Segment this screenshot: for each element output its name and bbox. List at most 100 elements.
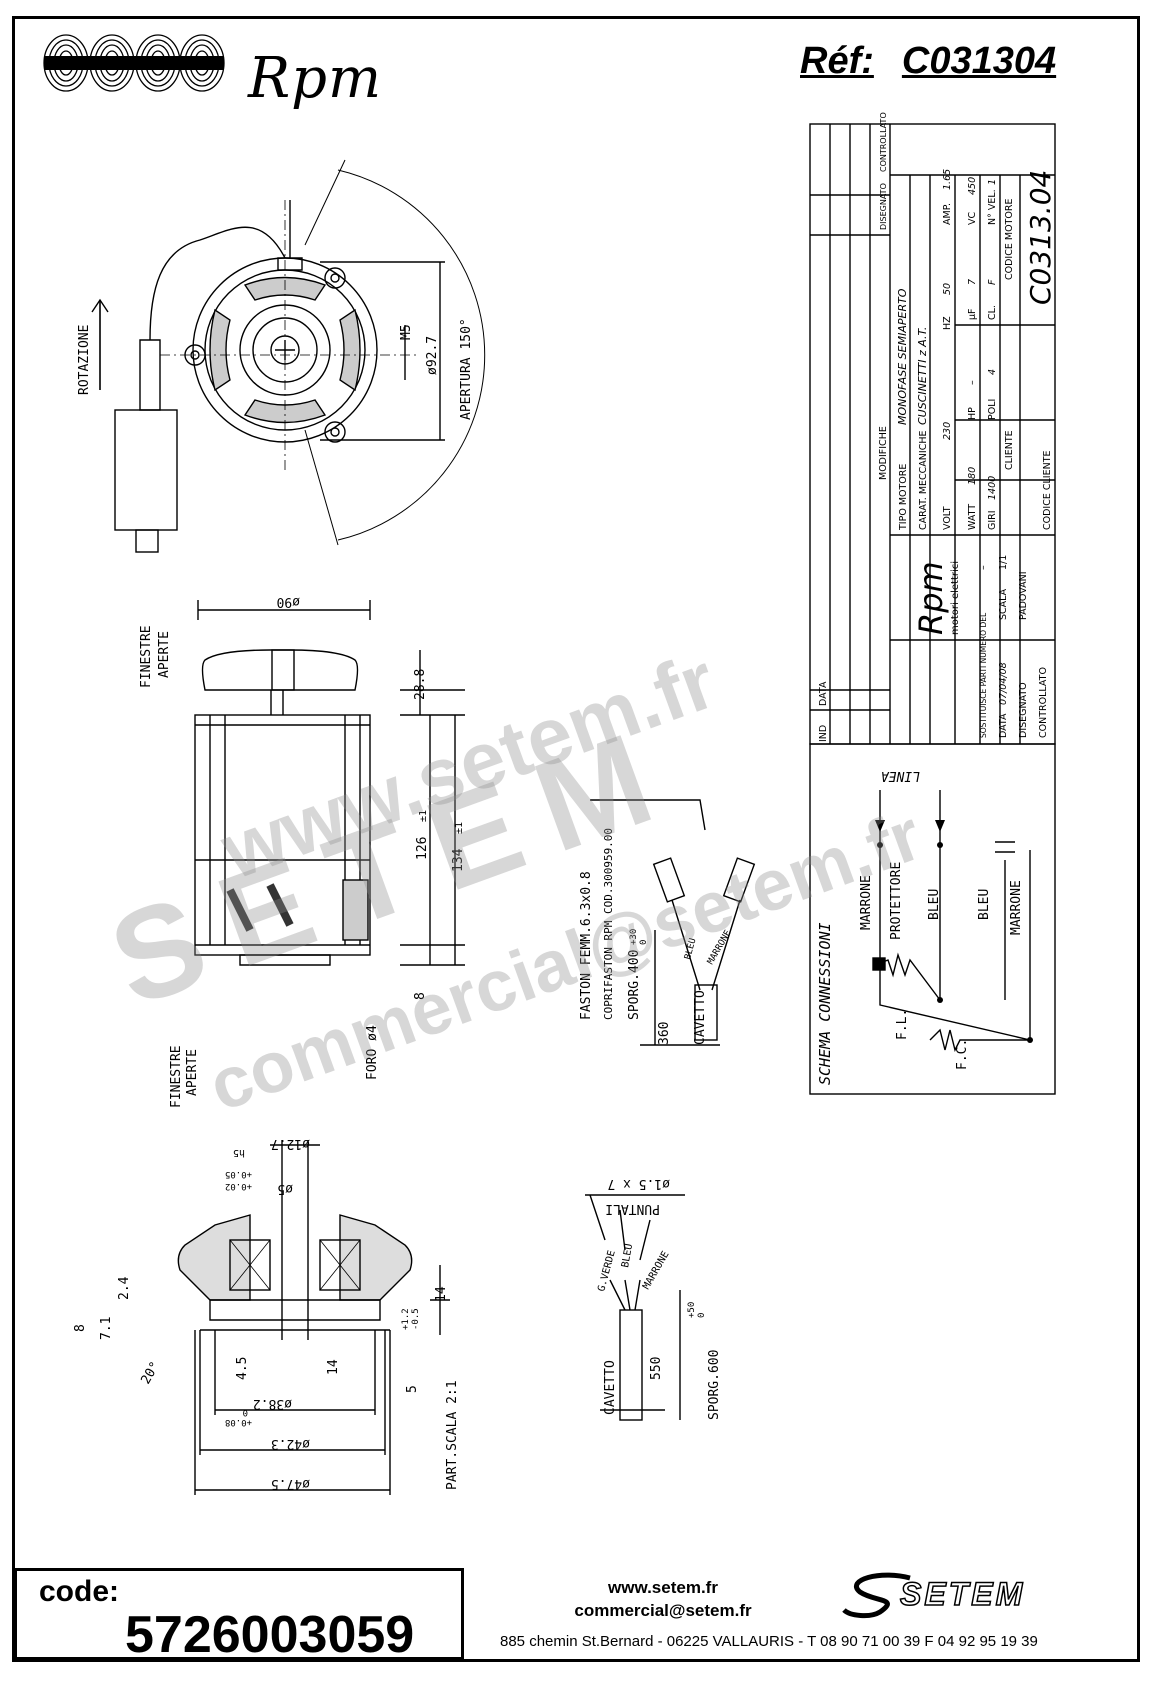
disegnato-label: DISEGNATO [1018,682,1029,738]
poli-label: POLI [987,399,998,420]
side-view [194,600,465,966]
controllato-label: CONTROLLATO [1038,667,1049,738]
protettore-label: PROTETTORE [889,862,904,940]
tipo-motore-value: MONOFASE SEMIAPERTO [896,288,909,425]
len-550: 550 [649,1357,664,1380]
vc-label: VC [967,212,978,225]
d12-7-label: ø12.7 [271,1136,310,1151]
giri-label: GIRI [987,510,998,530]
volt-label: VOLT [942,506,953,530]
brand-name: Rpm [248,46,383,111]
watt-value: 180 [967,467,978,485]
sostituisce-value: – [978,565,989,570]
tb-modifiche: MODIFICHE [878,426,889,480]
dim-134-tol: ±1 [454,822,465,834]
tb-data: DATA [818,681,829,706]
marrone2-label: MARRONE [1009,880,1024,935]
codice-motore-value: C0313.04 [1024,170,1057,305]
volt-value: 230 [942,422,953,440]
cable-bottom [585,1194,685,1421]
m5-label: M5 [399,324,414,340]
tb-controllato-head: CONTROLLATO [879,112,888,172]
fl-label: F.L. [895,1009,910,1040]
cable-top [590,799,756,1046]
dim-14b: 14 [326,1359,341,1375]
tol-002: +0.02 [225,1181,252,1191]
tipo-motore-label: TIPO MOTORE [898,464,909,531]
foro-label: FORO ø4 [365,1025,380,1080]
aperte-top-label: APERTE [157,631,172,678]
dim-28-8: 28.8 [413,669,428,700]
bleu1-label: BLEU [927,889,942,920]
hz-label: HZ [942,316,953,330]
reference: Réf: C031304 [800,40,1056,83]
address-line: 885 chemin St.Bernard - 06225 VALLAURIS … [500,1633,1038,1650]
faston-label: FASTON FEMM.6.3x0.8 [579,871,594,1020]
sporg-600-tol-minus: 0 [697,1313,707,1318]
tol-005: +0.05 [225,1169,252,1179]
bleu-top-label: BLEU [683,937,698,961]
dim-4-5: 4.5 [235,1357,250,1380]
vc-value: 450 [967,177,978,195]
swoosh-icon [842,1572,911,1619]
scale-label: PART.SCALA 2:1 [445,1380,460,1490]
dim-2-4: 2.4 [117,1276,132,1300]
linea-label: LINEA [881,768,920,783]
dim-126-tol: ±1 [418,810,429,822]
codice-cliente-label: CODICE CLIENTE [1042,450,1053,530]
ref-value: C031304 [901,40,1057,82]
code-value: 5726003059 [125,1606,415,1664]
d38-tol-b: 0 [243,1407,248,1417]
dim-126: 126 [415,837,430,860]
ref-label: Réf: [800,40,874,82]
sporg-600-label: SPORG.600 [707,1350,722,1420]
wiring-title: SCHEMA CONNESSIONI [816,922,834,1085]
rotation-label: ROTAZIONE [77,325,92,395]
puntali-label: PUNTALI [605,1201,660,1216]
carat-value: CUSCINETTI z A.T. [916,327,929,425]
marrone1-label: MARRONE [859,875,874,930]
hp-value: – [967,380,978,385]
uf-label: µF [967,308,978,320]
tol-0-5: -0.5 [411,1308,421,1330]
cl-label: CL. [987,305,998,320]
sporg-400-tol-plus: +30 [629,929,639,945]
email-link[interactable]: commercial@setem.fr [574,1601,752,1620]
marrone-top-label: MARRONE [706,929,734,967]
sostituisce-label: SOSTITUISCE PARTI NUMERO DEL [979,612,988,738]
uf-value: 7 [967,279,978,285]
puntali-dim: ø1.5 x 7 [607,1176,670,1191]
front-view [91,159,486,553]
setem-logo: SETEM [840,1570,1110,1620]
sporg-600-tol-plus: +50 [687,1302,697,1318]
fc-label: F.C. [955,1039,970,1070]
data-label: DATA [998,713,1009,738]
hp-label: HP [967,407,978,420]
codice-motore-label: CODICE MOTORE [1004,199,1015,280]
wiring-diagram [809,743,1056,1095]
disegnato-value: PADOVANI [1018,571,1029,620]
contact-block: www.setem.fr commercial@setem.fr [498,1576,828,1622]
carat-label: CARAT. MECCANICHE [918,431,929,530]
aperte-bottom-label: APERTE [185,1049,200,1096]
dim-8: 8 [413,992,428,1000]
dim-7-1: 7.1 [99,1317,114,1340]
diameter-92-label: ø92.7 [425,336,440,375]
sporg-400-tol-minus: 0 [639,940,649,945]
d47-5-label: ø47.5 [271,1476,310,1491]
cliente-label: CLIENTE [1004,430,1015,470]
code-label: code: [39,1575,120,1608]
cavetto-top-label: CAVETTO [693,990,708,1045]
title-block [809,123,1056,745]
website-link[interactable]: www.setem.fr [608,1578,718,1597]
finestre-bottom-label: FINESTRE [169,1045,184,1108]
amp-value: 1.65 [942,169,953,190]
watt-label: WATT [967,504,978,530]
marrone-bottom-label: MARRONE [641,1249,672,1291]
sporg-400-label: SPORG.400 [627,950,642,1020]
giri-value: 1400 [987,476,998,500]
coil-logo-icon [43,34,225,92]
finestre-top-label: FINESTRE [139,625,154,688]
diam90-label: ø90 [277,594,300,609]
